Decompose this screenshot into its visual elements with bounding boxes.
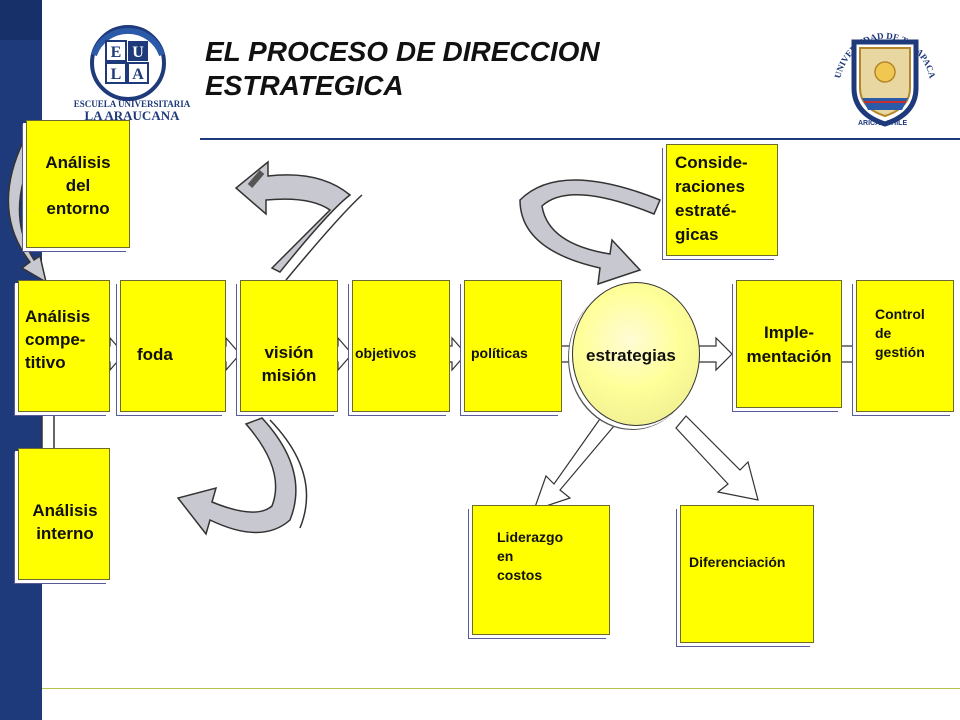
title-line-2: ESTRATEGICA bbox=[205, 70, 404, 101]
logo-letter-l: L bbox=[111, 66, 122, 83]
label-diferenciacion: Diferenciación bbox=[689, 554, 786, 570]
crest-caption: ARICA · CHILE bbox=[858, 120, 908, 127]
label-consideraciones: Conside- raciones estraté- gicas bbox=[675, 153, 748, 244]
logo-left-text: ESCUELA UNIVERSITARIA LA ARAUCANA bbox=[72, 98, 192, 122]
box-objetivos: objetivos bbox=[352, 280, 450, 412]
box-vision-mision: visión misión bbox=[240, 280, 338, 412]
arrow-estrategias-liderazgo bbox=[533, 415, 615, 511]
box-politicas: políticas bbox=[464, 280, 562, 412]
label-analisis-entorno: Análisis del entorno bbox=[45, 153, 111, 218]
box-analisis-interno: Análisis interno bbox=[18, 448, 110, 580]
label-politicas: políticas bbox=[471, 345, 528, 361]
arrow-estrategias-diferenciacion bbox=[675, 415, 759, 501]
box-liderazgo-costos: Liderazgo en costos bbox=[472, 505, 610, 635]
label-implementacion: Imple- mentación bbox=[746, 323, 832, 366]
sidebar-accent bbox=[0, 0, 42, 40]
box-implementacion: Imple- mentación bbox=[736, 280, 842, 408]
label-foda: foda bbox=[137, 345, 173, 364]
title-line-1: EL PROCESO DE DIRECCION bbox=[205, 36, 600, 67]
escuela-universitaria-logo: E U L A bbox=[90, 25, 166, 101]
box-foda: foda bbox=[120, 280, 226, 412]
box-analisis-competitivo: Análisis compe- titivo bbox=[18, 280, 110, 412]
curve-arrow-top-vision bbox=[234, 160, 352, 273]
logo-letter-a: A bbox=[132, 66, 144, 83]
label-control-gestion: Control de gestión bbox=[875, 306, 925, 360]
logo-left-line2: LA ARAUCANA bbox=[84, 108, 180, 123]
curve-arrow-bottom-vision bbox=[176, 417, 297, 536]
circle-estrategias bbox=[572, 282, 700, 426]
curve-arrow-consideraciones bbox=[519, 179, 661, 286]
title-underline bbox=[200, 138, 960, 140]
box-diferenciacion: Diferenciación bbox=[680, 505, 814, 643]
label-vision-mision: visión misión bbox=[261, 343, 317, 385]
box-analisis-entorno: Análisis del entorno bbox=[26, 120, 130, 248]
logo-letter-u: U bbox=[132, 44, 144, 61]
label-analisis-interno: Análisis interno bbox=[32, 501, 98, 543]
label-estrategias: estrategias bbox=[586, 346, 676, 365]
logo-left-line1: ESCUELA UNIVERSITARIA bbox=[73, 99, 191, 109]
logo-letter-e: E bbox=[111, 44, 122, 61]
label-liderazgo-costos: Liderazgo en costos bbox=[497, 529, 564, 583]
label-objetivos: objetivos bbox=[355, 345, 417, 361]
universidad-tarapaca-crest: UNIVERSIDAD DE TARAPACA bbox=[832, 31, 938, 127]
arrow-estrategias-implementacion bbox=[697, 336, 733, 372]
label-analisis-competitivo: Análisis compe- titivo bbox=[25, 307, 91, 372]
box-control-gestion: Control de gestión bbox=[856, 280, 954, 412]
slide-title: EL PROCESO DE DIRECCION ESTRATEGICA bbox=[205, 35, 600, 103]
box-consideraciones: Conside- raciones estraté- gicas bbox=[666, 144, 778, 256]
footer-line bbox=[42, 688, 960, 689]
